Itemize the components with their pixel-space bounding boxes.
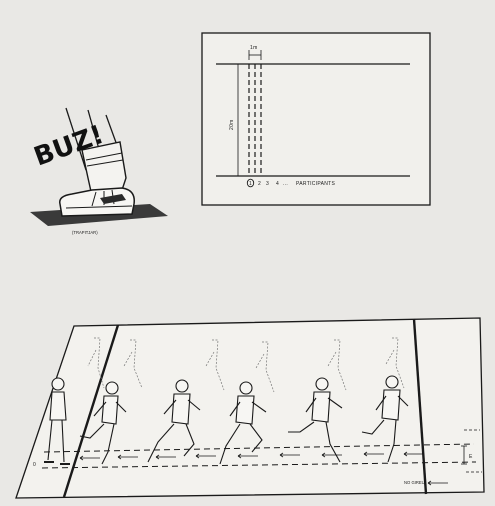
lane-diagram: 1m 20m 1 2 3 4 ... PARTICIPANTS — [202, 33, 430, 205]
runners-scene: E 0 NO GIREU — [16, 318, 484, 498]
end-marker: E — [469, 454, 473, 460]
foot-stomp-illustration: BUZ! (TRAPITJAR) — [30, 108, 168, 235]
participant-ellipsis: ... — [283, 181, 288, 187]
participant-number-2: 2 — [258, 181, 261, 187]
no-turn-label: NO GIREU — [404, 480, 425, 485]
lane-diagram-frame — [202, 33, 430, 205]
participant-number-3: 3 — [266, 181, 269, 187]
width-label: 1m — [250, 45, 258, 51]
participants-label: PARTICIPANTS — [296, 181, 336, 187]
length-label: 20m — [229, 119, 235, 130]
shoe-shape — [60, 188, 135, 216]
participant-number-4: 4 — [276, 181, 279, 187]
start-marker: 0 — [33, 462, 36, 468]
mat-caption: (TRAPITJAR) — [72, 230, 98, 235]
participant-number-1: 1 — [249, 181, 252, 187]
